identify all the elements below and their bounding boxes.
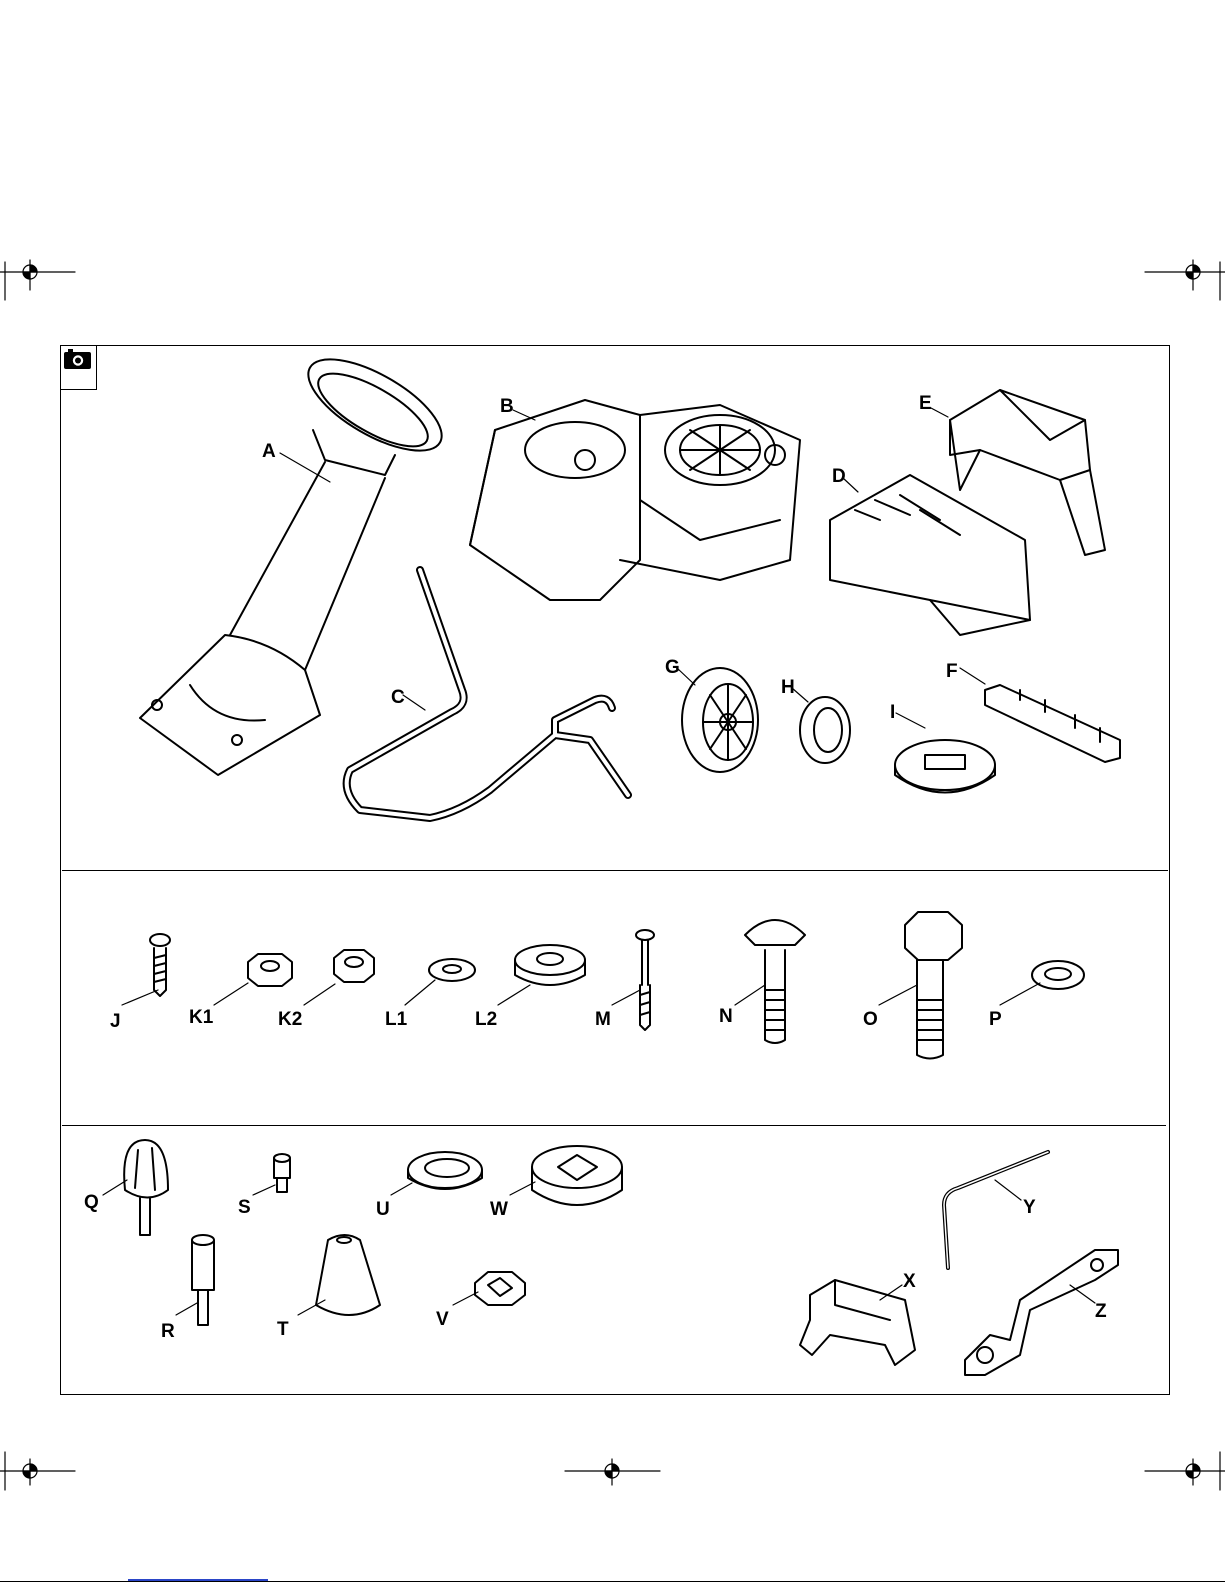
label-m: M (595, 1010, 611, 1030)
label-k2: K2 (278, 1010, 302, 1030)
section-divider-1 (62, 870, 1168, 871)
label-j: J (110, 1012, 121, 1032)
label-k1: K1 (189, 1008, 213, 1028)
label-p: P (989, 1010, 1002, 1030)
label-l1: L1 (385, 1010, 407, 1030)
label-w: W (490, 1200, 508, 1220)
label-a: A (262, 442, 276, 462)
registration-mark-bottom-left (0, 1452, 75, 1490)
label-s: S (238, 1198, 251, 1218)
camera-icon (63, 347, 93, 371)
label-t: T (277, 1320, 289, 1340)
label-c: C (391, 688, 405, 708)
label-e: E (919, 394, 932, 414)
camera-icon-box (60, 345, 97, 390)
footer-link-underline[interactable] (128, 1579, 268, 1581)
section-divider-2 (62, 1125, 1166, 1126)
label-v: V (436, 1310, 449, 1330)
registration-mark-top-right (1145, 260, 1225, 300)
label-u: U (376, 1200, 390, 1220)
label-l2: L2 (475, 1010, 497, 1030)
label-x: X (903, 1272, 916, 1292)
label-i: I (890, 703, 895, 723)
label-q: Q (84, 1193, 99, 1213)
registration-mark-top-left (0, 260, 75, 300)
label-g: G (665, 658, 680, 678)
label-y: Y (1023, 1198, 1036, 1218)
label-z: Z (1095, 1302, 1107, 1322)
label-r: R (161, 1322, 175, 1342)
registration-mark-bottom-right (1145, 1452, 1225, 1490)
registration-mark-bottom-center (565, 1459, 660, 1485)
footer-rule (0, 1581, 1225, 1582)
label-h: H (781, 678, 795, 698)
label-d: D (832, 467, 846, 487)
label-b: B (500, 397, 514, 417)
label-o: O (863, 1010, 878, 1030)
label-f: F (946, 662, 958, 682)
label-n: N (719, 1007, 733, 1027)
